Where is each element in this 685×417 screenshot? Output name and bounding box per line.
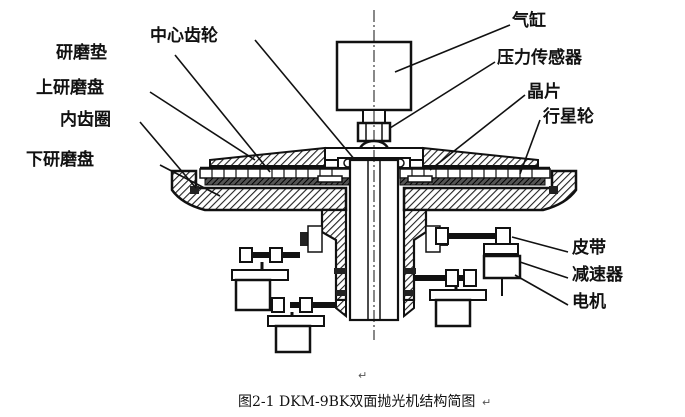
label-reducer: 减速器 bbox=[572, 265, 623, 285]
inner-ring-gear bbox=[190, 186, 558, 194]
right-drive-train bbox=[414, 227, 522, 328]
wafer-and-planet-layer bbox=[199, 168, 551, 186]
label-belt: 皮带 bbox=[572, 238, 606, 258]
paragraph-mark-caption: ↵ bbox=[482, 396, 492, 409]
central-shaft bbox=[348, 10, 400, 340]
label-ring-gear: 内齿圈 bbox=[60, 110, 111, 130]
label-lower-plate: 下研磨盘 bbox=[26, 150, 94, 170]
label-wafer: 晶片 bbox=[527, 82, 561, 102]
lower-polishing-plate bbox=[170, 169, 578, 212]
leader-lines bbox=[139, 24, 569, 306]
label-upper-plate: 上研磨盘 bbox=[36, 78, 104, 98]
label-pressure-sensor: 压力传感器 bbox=[497, 48, 582, 68]
figure-caption: 图2-1 DKM-9BK双面抛光机结构简图 bbox=[238, 394, 476, 410]
label-polishing-pad: 研磨垫 bbox=[56, 43, 107, 63]
left-drive-train bbox=[231, 247, 336, 354]
paragraph-mark-top: ↵ bbox=[358, 369, 368, 382]
label-sun-gear: 中心齿轮 bbox=[150, 26, 218, 46]
label-motor: 电机 bbox=[572, 292, 606, 312]
label-cylinder: 气缸 bbox=[512, 11, 546, 31]
label-planet-gear: 行星轮 bbox=[543, 107, 594, 127]
